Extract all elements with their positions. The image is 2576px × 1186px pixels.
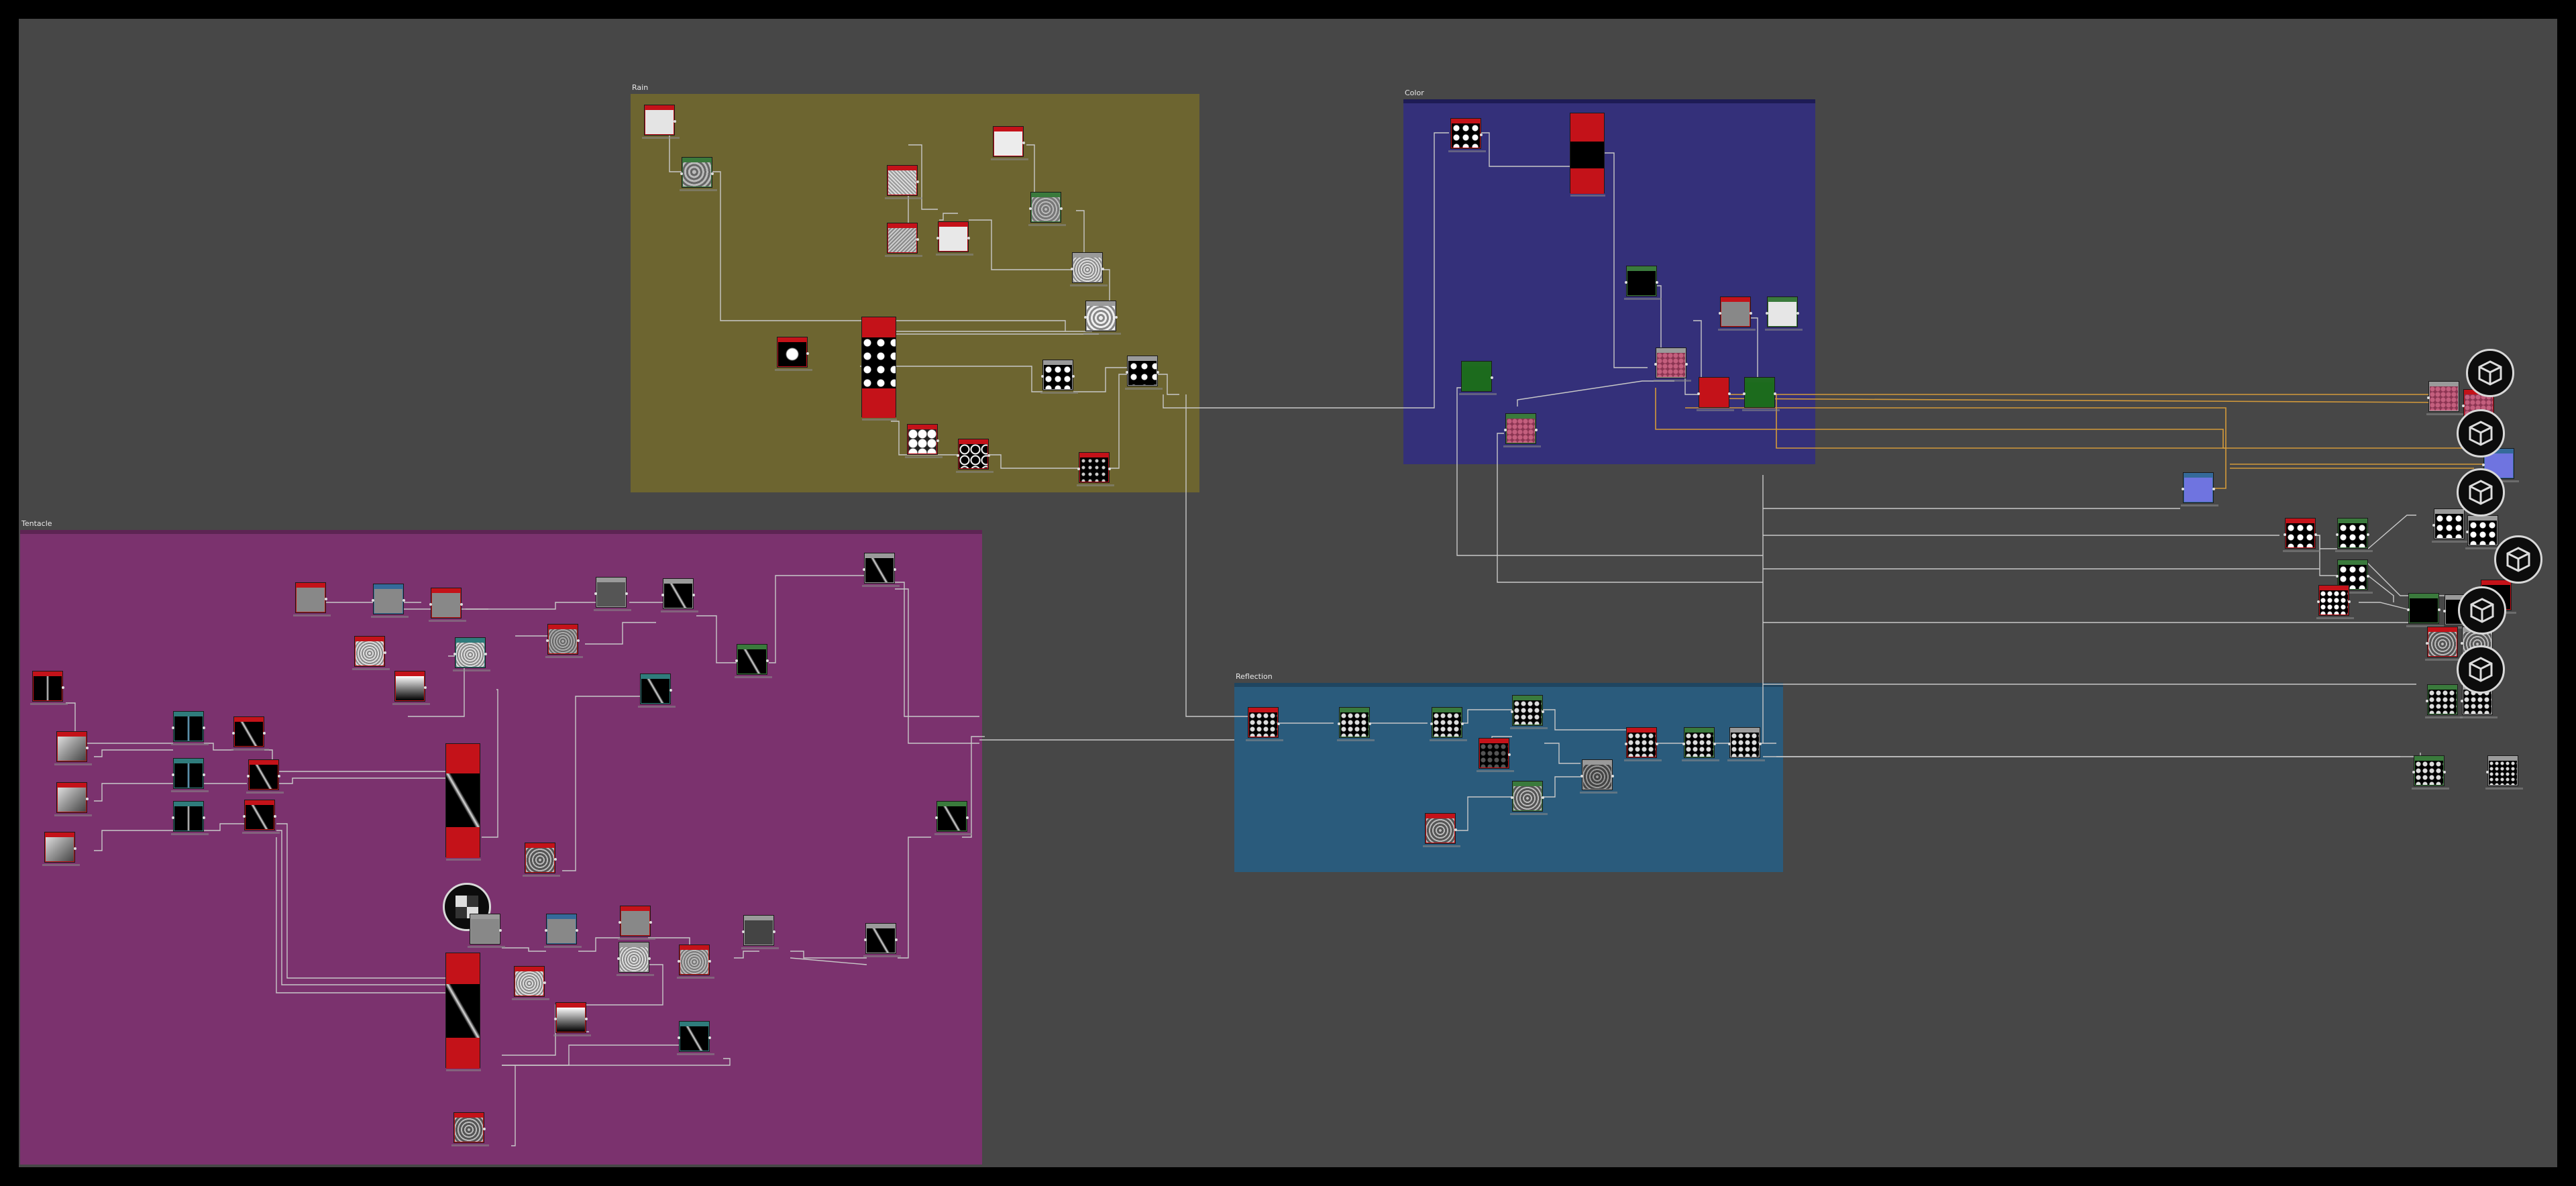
tent-node-12[interactable] xyxy=(371,584,409,618)
out-node-h[interactable] xyxy=(2316,585,2354,619)
out-node-i[interactable] xyxy=(2406,593,2444,627)
color-gray-node[interactable] xyxy=(1718,296,1756,331)
tent-node-24[interactable] xyxy=(934,801,972,835)
out-node-c[interactable] xyxy=(2283,518,2320,552)
out-node-q[interactable] xyxy=(2485,755,2523,790)
tent-node-18[interactable] xyxy=(594,577,631,611)
tent-node-20[interactable] xyxy=(735,644,772,678)
cube-icon[interactable] xyxy=(2466,349,2514,397)
tent-node-9[interactable] xyxy=(246,759,284,794)
cube-icon[interactable] xyxy=(2458,586,2506,635)
tent-node-25[interactable] xyxy=(468,914,505,948)
rain-noise-node[interactable] xyxy=(680,157,717,191)
tent-node-14[interactable] xyxy=(352,636,390,670)
refl-node-c[interactable] xyxy=(1430,707,1467,741)
cube-icon[interactable] xyxy=(2457,409,2505,457)
color-black-node[interactable] xyxy=(1624,266,1662,300)
tent-node-30[interactable] xyxy=(741,915,779,949)
tent-node-26[interactable] xyxy=(544,914,582,948)
color-white-noise[interactable] xyxy=(1765,296,1803,331)
refl-node-k[interactable] xyxy=(1727,727,1765,761)
tent-node-27[interactable] xyxy=(618,906,655,940)
cube-icon[interactable] xyxy=(2457,645,2505,694)
tent-node-2[interactable] xyxy=(54,731,92,765)
frame-title: Reflection xyxy=(1236,672,1273,681)
color-green-b[interactable] xyxy=(1742,377,1780,411)
tent-node-13[interactable] xyxy=(429,588,466,622)
rain-texture-e[interactable] xyxy=(936,221,973,256)
out-node-e[interactable] xyxy=(2432,508,2469,543)
tent-node-33[interactable] xyxy=(553,1002,591,1036)
frame-title: Rain xyxy=(632,83,649,92)
normal-map-node[interactable] xyxy=(2181,472,2218,506)
color-red-node[interactable] xyxy=(1697,377,1734,411)
refl-node-h[interactable] xyxy=(1423,813,1460,847)
color-pink-a[interactable] xyxy=(1654,347,1691,382)
rain-texture-d[interactable] xyxy=(885,223,922,257)
tent-node-16[interactable] xyxy=(392,671,430,705)
tent-node-10[interactable] xyxy=(242,800,280,834)
tent-multi-output-a[interactable] xyxy=(445,743,481,861)
frame-tentacle[interactable]: Tentacle xyxy=(20,519,982,1165)
color-green-node[interactable] xyxy=(1459,361,1497,395)
tent-node-28[interactable] xyxy=(616,942,654,976)
out-color-a[interactable] xyxy=(2426,381,2464,415)
tent-node-22[interactable] xyxy=(638,673,676,708)
tent-node-19[interactable] xyxy=(661,578,698,612)
rain-texture-g[interactable] xyxy=(1083,301,1121,335)
cube-icon[interactable] xyxy=(2457,468,2505,517)
tent-node-15[interactable] xyxy=(453,637,490,671)
rain-input-node[interactable] xyxy=(642,105,680,139)
tent-node-31[interactable] xyxy=(863,923,901,957)
tent-node-6[interactable] xyxy=(171,758,209,792)
tent-node-11[interactable] xyxy=(293,582,331,616)
rain-blobs-a[interactable] xyxy=(1040,360,1078,394)
tent-node-3[interactable] xyxy=(54,782,92,816)
tent-node-17[interactable] xyxy=(545,624,583,658)
color-mask-node[interactable] xyxy=(1448,118,1486,152)
tent-node-34[interactable] xyxy=(677,1021,714,1055)
tent-node-35[interactable] xyxy=(451,1112,489,1146)
refl-node-e[interactable] xyxy=(1477,738,1514,772)
tent-node-4[interactable] xyxy=(42,832,80,866)
tent-node-5[interactable] xyxy=(171,711,209,745)
cube-icon[interactable] xyxy=(2494,535,2542,584)
tent-node-21[interactable] xyxy=(862,553,900,587)
refl-node-i[interactable] xyxy=(1624,727,1662,761)
frame-title: Color xyxy=(1405,89,1424,97)
rain-cells[interactable] xyxy=(905,424,943,458)
tent-node-29[interactable] xyxy=(677,945,714,979)
tent-node-8[interactable] xyxy=(231,716,269,751)
refl-node-f[interactable] xyxy=(1580,759,1617,794)
tent-node-1[interactable] xyxy=(30,671,68,705)
refl-input[interactable] xyxy=(1246,707,1283,741)
out-node-l[interactable] xyxy=(2425,627,2463,661)
rain-drop-mask[interactable] xyxy=(775,337,812,371)
tent-node-7[interactable] xyxy=(171,801,209,835)
refl-node-d[interactable] xyxy=(1510,695,1548,729)
tent-node-32[interactable] xyxy=(512,966,549,1000)
out-node-p[interactable] xyxy=(2412,755,2449,790)
tent-node-23[interactable] xyxy=(523,843,560,877)
rain-texture-a[interactable] xyxy=(991,126,1028,160)
rain-blobs-b[interactable] xyxy=(1125,356,1163,390)
out-node-n[interactable] xyxy=(2425,684,2463,718)
rain-dots[interactable] xyxy=(1077,452,1114,486)
frame-title: Tentacle xyxy=(21,519,52,528)
rain-voronoi[interactable] xyxy=(956,439,994,473)
out-node-d[interactable] xyxy=(2335,518,2373,552)
frame-reflection[interactable]: Reflection xyxy=(1234,672,1783,872)
color-multi-output-node[interactable] xyxy=(1570,113,1605,197)
rain-texture-f[interactable] xyxy=(1070,252,1108,286)
rain-texture-b[interactable] xyxy=(885,165,922,199)
refl-node-g[interactable] xyxy=(1510,781,1548,815)
color-pink-b[interactable] xyxy=(1503,413,1541,447)
graph-canvas[interactable]: Rain Color Tentacle Reflection xyxy=(19,19,2557,1167)
rain-multi-output-node[interactable] xyxy=(861,317,897,421)
refl-node-b[interactable] xyxy=(1337,707,1375,741)
rain-texture-c[interactable] xyxy=(1028,192,1066,226)
refl-node-j[interactable] xyxy=(1682,727,1719,761)
out-node-f[interactable] xyxy=(2465,515,2503,549)
tent-multi-output-b[interactable] xyxy=(445,953,481,1071)
